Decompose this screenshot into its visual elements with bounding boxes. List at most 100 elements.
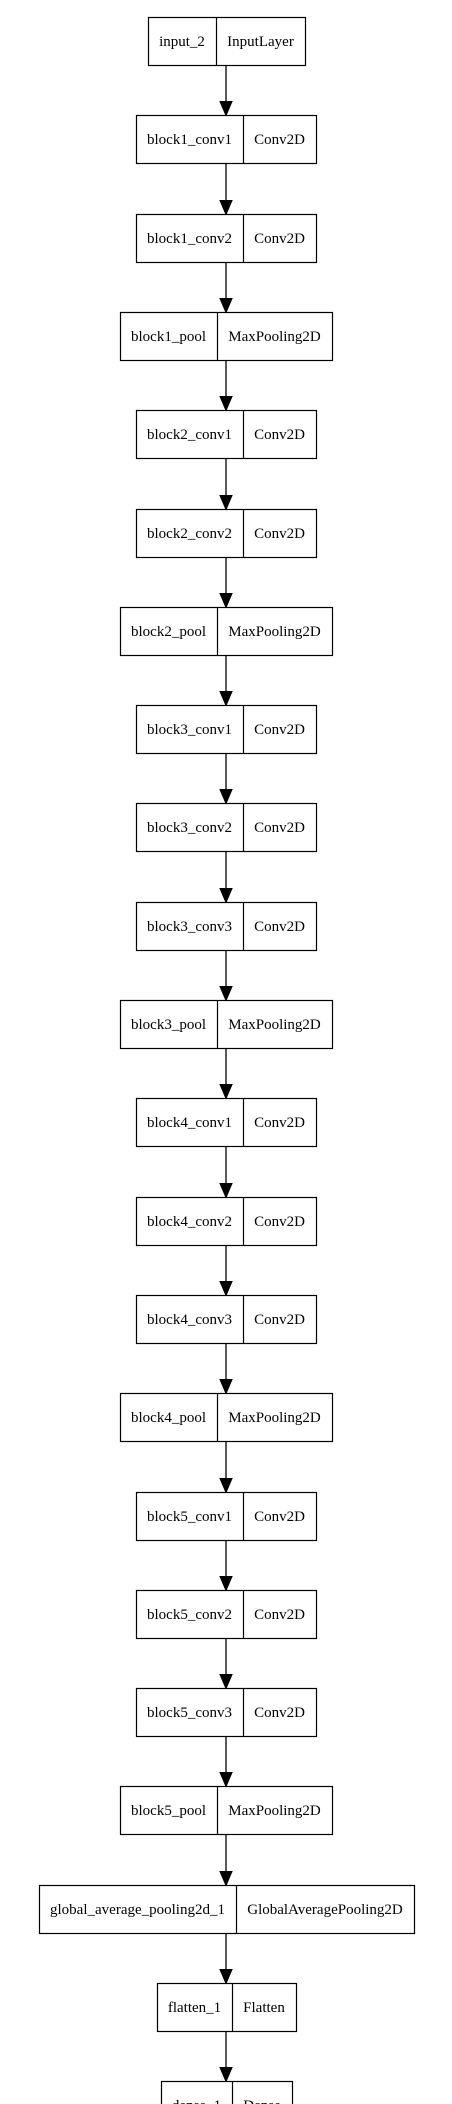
layer-type: Conv2D — [254, 1214, 305, 1230]
arrowhead — [219, 593, 233, 609]
edge-block1-conv1-to-block1-conv2 — [219, 163, 233, 216]
layer-type: Conv2D — [254, 1115, 305, 1131]
layer-type: Conv2D — [254, 1705, 305, 1721]
edge-block3-conv1-to-block3-conv2 — [219, 753, 233, 805]
layer-name: block2_conv1 — [147, 427, 232, 443]
arrowhead — [219, 1379, 233, 1395]
layer-node-block3-conv2: block3_conv2 Conv2D — [135, 802, 318, 853]
layer-box — [119, 606, 334, 657]
edge-block2-pool-to-block3-conv1 — [219, 655, 233, 707]
arrowhead — [219, 691, 233, 707]
layer-type: Conv2D — [254, 526, 305, 542]
layer-name: block2_conv2 — [147, 526, 232, 542]
layer-node-dense-1: dense_1 Dense — [160, 2080, 294, 2104]
arrowhead — [219, 101, 233, 117]
arrowhead — [219, 1969, 233, 1985]
layer-box — [135, 1097, 318, 1148]
layer-type: Conv2D — [254, 132, 305, 148]
layer-box — [135, 1491, 318, 1542]
layer-type: Conv2D — [254, 919, 305, 935]
arrowhead — [219, 1871, 233, 1887]
layer-name: input_2 — [159, 34, 205, 50]
edge-flatten-1-to-dense-1 — [219, 2031, 233, 2083]
arrowhead — [219, 789, 233, 805]
layer-type: Conv2D — [254, 722, 305, 738]
layer-type: Conv2D — [254, 820, 305, 836]
layer-name: block1_conv2 — [147, 231, 232, 247]
arrowhead — [219, 298, 233, 314]
layer-node-block1-conv1: block1_conv1 Conv2D — [135, 114, 318, 165]
edge-block2-conv2-to-block2-pool — [219, 557, 233, 609]
edge-block2-conv1-to-block2-conv2 — [219, 458, 233, 511]
layer-name: block3_pool — [131, 1017, 206, 1033]
edge-block4-conv1-to-block4-conv2 — [219, 1146, 233, 1199]
layer-type: Conv2D — [254, 1312, 305, 1328]
layer-name: block3_conv2 — [147, 820, 232, 836]
layer-node-block5-conv3: block5_conv3 Conv2D — [135, 1687, 318, 1738]
layer-box — [156, 1982, 298, 2033]
layer-box — [119, 311, 334, 362]
layer-name: block1_pool — [131, 329, 206, 345]
layer-box — [160, 2080, 294, 2104]
layer-name: block4_pool — [131, 1410, 206, 1426]
layer-name: block1_conv1 — [147, 132, 232, 148]
layer-box — [135, 802, 318, 853]
layer-type: MaxPooling2D — [228, 1017, 321, 1033]
layer-box — [119, 999, 334, 1050]
edge-block5-conv1-to-block5-conv2 — [219, 1540, 233, 1592]
arrowhead — [219, 1772, 233, 1788]
layer-type: GlobalAveragePooling2D — [247, 1902, 403, 1918]
arrowhead — [219, 1183, 233, 1199]
layer-box — [119, 1392, 334, 1443]
edge-block4-conv2-to-block4-conv3 — [219, 1245, 233, 1297]
layer-box — [135, 704, 318, 755]
layer-type: Conv2D — [254, 1607, 305, 1623]
layer-node-block3-pool: block3_pool MaxPooling2D — [119, 999, 334, 1050]
layer-type: MaxPooling2D — [228, 624, 321, 640]
edge-block4-pool-to-block5-conv1 — [219, 1441, 233, 1494]
layer-box — [38, 1884, 416, 1935]
layer-node-block3-conv3: block3_conv3 Conv2D — [135, 901, 318, 952]
edge-input-2-to-block1-conv1 — [219, 65, 233, 117]
edge-global-average-pooling2d-1-to-flatten-1 — [219, 1933, 233, 1985]
edge-block5-conv3-to-block5-pool — [219, 1736, 233, 1788]
layer-box — [135, 901, 318, 952]
edge-block3-conv3-to-block3-pool — [219, 950, 233, 1002]
edge-block5-pool-to-global-average-pooling2d-1 — [219, 1834, 233, 1887]
layer-type: Conv2D — [254, 231, 305, 247]
arrowhead — [219, 888, 233, 904]
arrowhead — [219, 1084, 233, 1100]
layer-name: dense_1 — [172, 2098, 221, 2104]
layer-box — [135, 114, 318, 165]
layer-name: block2_pool — [131, 624, 206, 640]
layer-box — [135, 1589, 318, 1640]
layer-box — [135, 508, 318, 559]
layer-box — [135, 1687, 318, 1738]
arrowhead — [219, 200, 233, 216]
layer-type: MaxPooling2D — [228, 1803, 321, 1819]
layer-name: block5_conv3 — [147, 1705, 232, 1721]
layer-node-block1-conv2: block1_conv2 Conv2D — [135, 213, 318, 264]
layer-type: Dense — [243, 2098, 281, 2104]
layer-name: block3_conv3 — [147, 919, 232, 935]
layer-name: flatten_1 — [168, 2000, 221, 2016]
layer-type: Conv2D — [254, 1509, 305, 1525]
layer-box — [147, 16, 307, 67]
edge-block1-conv2-to-block1-pool — [219, 262, 233, 314]
layer-node-block2-pool: block2_pool MaxPooling2D — [119, 606, 334, 657]
edges — [219, 65, 233, 2083]
edge-block3-pool-to-block4-conv1 — [219, 1048, 233, 1100]
